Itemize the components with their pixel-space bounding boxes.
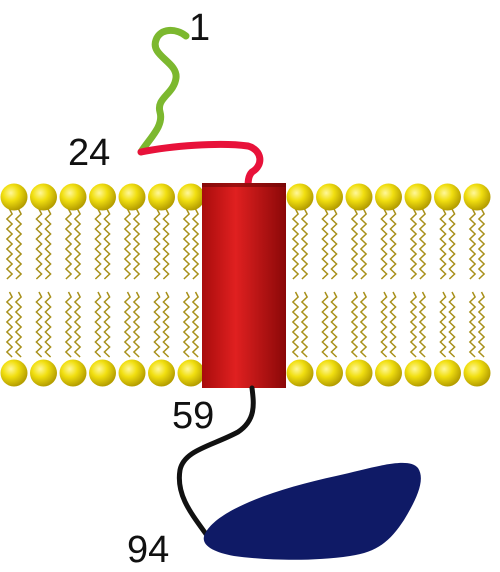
lipid-tail [350, 291, 359, 358]
lipid-tail [73, 291, 82, 358]
label-residue-24: 24 [68, 132, 110, 174]
lipid-tail [103, 208, 111, 280]
lipid-head [375, 183, 402, 211]
globular-domain-icon [203, 462, 421, 560]
lipid-tail [477, 291, 486, 358]
lipid-head [316, 359, 343, 387]
lipid-tail [300, 208, 309, 280]
lipid-tail [191, 208, 200, 280]
lipid-head [59, 183, 87, 211]
lipid-head [434, 183, 461, 211]
lipid-tail [94, 291, 102, 358]
lipid-head [148, 359, 175, 387]
lipid-head [89, 359, 116, 387]
lipid-tail [439, 208, 447, 280]
lipid-head [316, 183, 343, 211]
lipid-head [345, 183, 373, 211]
lipid-head [286, 183, 314, 211]
lipid-tail [191, 291, 200, 358]
label-residue-1: 1 [189, 7, 210, 49]
lipid-bilayer-icon [0, 183, 491, 387]
lipid-tail [5, 291, 14, 358]
lipid-tail [389, 208, 397, 280]
lipid-tail [477, 208, 486, 280]
lipid-tail [64, 291, 73, 358]
lipid-head [30, 183, 57, 211]
lipid-tail [380, 208, 388, 280]
lipid-tail [182, 208, 191, 280]
lipid-tail [359, 208, 368, 280]
lipid-head [286, 359, 314, 387]
lipid-head [404, 359, 432, 387]
lipid-tail [418, 208, 427, 280]
lipid-tail [5, 208, 14, 280]
lipid-head [345, 359, 373, 387]
cytoplasmic-linker-segment [176, 385, 256, 537]
lipid-head [375, 359, 402, 387]
lipid-tail [44, 208, 52, 280]
lipid-tail [64, 208, 73, 280]
label-residue-94: 94 [127, 529, 169, 571]
lipid-tail [162, 208, 170, 280]
lipid-tail [321, 291, 329, 358]
lipid-tail [14, 208, 23, 280]
lipid-head [118, 359, 146, 387]
lipid-tail [35, 291, 43, 358]
lipid-tail [123, 208, 132, 280]
lipid-tail [103, 291, 111, 358]
lipid-tail [153, 208, 161, 280]
lipid-tail [35, 208, 43, 280]
lipid-tail [182, 291, 191, 358]
lipid-head [177, 183, 205, 211]
lipid-heads-inner-leaflet [0, 359, 491, 387]
lipid-tail [162, 291, 170, 358]
lipid-head [177, 359, 205, 387]
lipid-tail [321, 208, 329, 280]
lipid-tail [291, 208, 300, 280]
lipid-head [434, 359, 461, 387]
lipid-head [89, 183, 116, 211]
lipid-tail [123, 291, 132, 358]
lipid-head [59, 359, 87, 387]
lipid-head [404, 183, 432, 211]
lipid-head [463, 359, 491, 387]
lipid-tail [448, 291, 456, 358]
lipid-head [30, 359, 57, 387]
lipid-tail [132, 291, 141, 358]
transmembrane-helix-icon [202, 183, 286, 388]
lipid-tail [409, 291, 418, 358]
lipid-tail [291, 291, 300, 358]
lipid-head [0, 183, 28, 211]
lipid-head [463, 183, 491, 211]
lipid-tail [409, 208, 418, 280]
lipid-tail [44, 291, 52, 358]
lipid-tail [418, 291, 427, 358]
lipid-tail [380, 291, 388, 358]
lipid-tail [73, 208, 82, 280]
lipid-heads-outer-leaflet [0, 183, 491, 211]
lipid-tail [389, 291, 397, 358]
lipid-head [118, 183, 146, 211]
lipid-tail [14, 291, 23, 358]
lipid-head [0, 359, 28, 387]
lipid-tail [153, 291, 161, 358]
lipid-tail [94, 208, 102, 280]
label-residue-59: 59 [172, 395, 214, 437]
lipid-tail [300, 291, 309, 358]
lipid-tail [330, 291, 338, 358]
lipid-tail [359, 291, 368, 358]
lipid-tail [330, 208, 338, 280]
lipid-tail [350, 208, 359, 280]
n-terminal-segment [137, 27, 190, 156]
lipid-tail [468, 208, 477, 280]
lipid-tail [439, 291, 447, 358]
lipid-tail [468, 291, 477, 358]
extracellular-linker-segment [137, 140, 264, 194]
lipid-tail [132, 208, 141, 280]
lipid-head [148, 183, 175, 211]
lipid-tails [5, 208, 486, 358]
lipid-tail [448, 208, 456, 280]
